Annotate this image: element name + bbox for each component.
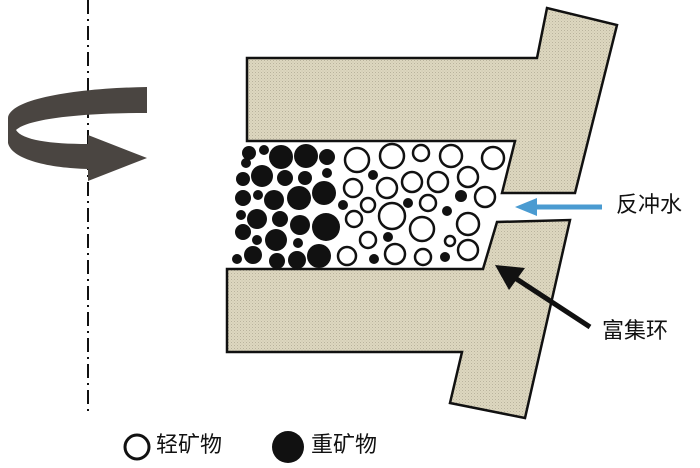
heavy-mineral-particle	[247, 209, 267, 229]
mineral-particles	[232, 142, 506, 269]
heavy-mineral-particle	[272, 211, 288, 227]
heavy-mineral-particle	[440, 252, 450, 262]
light-mineral-particle	[344, 209, 364, 229]
heavy-mineral-particle	[383, 232, 393, 242]
heavy-mineral-particle	[277, 170, 293, 186]
light-mineral-particle	[418, 193, 438, 213]
lower-enrichment-ring	[225, 218, 572, 420]
backwash-water-arrow	[515, 198, 602, 216]
heavy-mineral-particle	[312, 181, 336, 205]
light-mineral-particle	[383, 242, 407, 266]
heavy-mineral-particle	[312, 213, 340, 241]
light-mineral-particle	[473, 185, 497, 209]
heavy-mineral-particle	[442, 206, 452, 216]
heavy-mineral-particle	[236, 210, 246, 220]
light-mineral-particle	[342, 177, 364, 199]
backwash-water-label: 反冲水	[616, 193, 683, 218]
heavy-mineral-particle	[253, 190, 263, 200]
light-mineral-particle	[455, 211, 481, 237]
heavy-mineral-particle	[235, 224, 251, 240]
legend-light-mineral-icon	[123, 433, 151, 461]
light-mineral-particle	[411, 143, 431, 163]
heavy-mineral-particle	[251, 165, 273, 187]
light-mineral-particle	[456, 165, 480, 189]
heavy-mineral-particle	[294, 144, 318, 168]
heavy-mineral-particle	[298, 171, 312, 185]
light-mineral-particle	[443, 234, 457, 248]
heavy-mineral-particle	[287, 186, 311, 210]
heavy-mineral-particle	[235, 190, 251, 206]
heavy-mineral-particle	[232, 254, 242, 264]
legend-light-mineral-label: 轻矿物	[156, 433, 223, 458]
heavy-mineral-particle	[290, 215, 310, 235]
heavy-mineral-particle	[322, 168, 332, 178]
heavy-mineral-particle	[269, 253, 285, 269]
heavy-mineral-particle	[338, 200, 348, 210]
heavy-mineral-particle	[368, 170, 378, 180]
heavy-mineral-particle	[319, 149, 335, 165]
upper-enrichment-ring	[245, 6, 619, 195]
heavy-mineral-particle	[241, 158, 251, 168]
heavy-mineral-particle	[236, 172, 250, 186]
heavy-mineral-particle	[307, 244, 331, 268]
heavy-mineral-particle	[264, 190, 284, 210]
heavy-mineral-particle	[259, 145, 269, 155]
light-mineral-particle	[377, 201, 407, 231]
heavy-mineral-particle	[403, 198, 413, 208]
light-mineral-particle	[426, 170, 450, 194]
light-mineral-particle	[375, 176, 399, 200]
light-mineral-particle	[400, 170, 424, 194]
heavy-mineral-particle	[265, 229, 287, 251]
light-mineral-particle	[336, 245, 358, 267]
light-mineral-particle	[456, 238, 480, 262]
light-mineral-particle	[343, 146, 371, 174]
light-mineral-particle	[408, 215, 436, 243]
heavy-mineral-particle	[455, 190, 467, 202]
heavy-mineral-particle	[242, 146, 256, 160]
heavy-mineral-particle	[252, 235, 262, 245]
rotation-arrow-icon	[8, 87, 147, 181]
light-mineral-particle	[480, 145, 506, 171]
light-mineral-particle	[378, 142, 406, 170]
legend-heavy-mineral-icon	[272, 431, 304, 463]
light-mineral-particle	[358, 230, 378, 250]
heavy-mineral-particle	[369, 254, 379, 264]
heavy-mineral-particle	[288, 251, 306, 269]
heavy-mineral-particle	[244, 246, 262, 264]
light-mineral-particle	[438, 143, 464, 169]
heavy-mineral-particle	[269, 145, 293, 169]
enrichment-ring-label: 富集环	[602, 319, 669, 344]
legend-heavy-mineral-label: 重矿物	[311, 433, 378, 458]
enrichment-ring-pointer-arrow	[495, 265, 592, 330]
heavy-mineral-particle	[293, 238, 303, 248]
light-mineral-particle	[413, 247, 433, 267]
light-mineral-particle	[359, 196, 377, 214]
